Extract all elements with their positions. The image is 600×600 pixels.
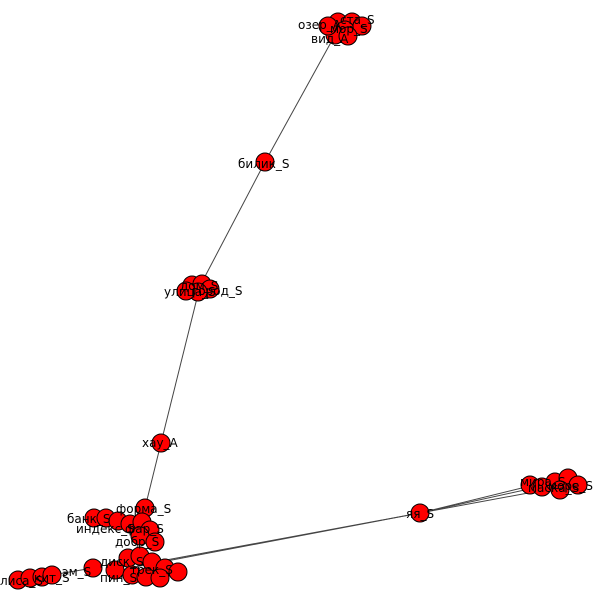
label-bottom-b: диск_S [100, 555, 144, 569]
label-left-a: лиса_S [0, 574, 43, 588]
label-top-a: вид_A [311, 32, 349, 46]
label-lower-far: фар_S [125, 522, 164, 536]
label-top-d: ста_S [340, 13, 375, 27]
label-mid-b: дом_S [180, 279, 218, 293]
node-bottom-1[interactable] [83, 558, 103, 578]
nodes [8, 12, 588, 590]
node-top-6[interactable] [352, 16, 372, 36]
node-right-6[interactable] [550, 480, 570, 500]
node-bottom-10[interactable] [150, 568, 170, 588]
edge-ya-right-2 [419, 485, 531, 514]
edge-mid-khau [160, 285, 201, 444]
label-bottom-c: трек_S [130, 563, 173, 577]
label-lower-bank: банк_S [67, 512, 110, 526]
node-top-7[interactable] [338, 26, 358, 46]
node-khau[interactable] [151, 433, 171, 453]
label-top-c: мор_S [330, 22, 368, 36]
node-left-4[interactable] [42, 565, 62, 585]
label-bottom-a: эм_S [62, 565, 91, 579]
edges [39, 34, 571, 578]
node-bilik[interactable] [255, 152, 275, 172]
label-lower-dobr: добр_S [115, 535, 159, 549]
node-right-5[interactable] [568, 475, 588, 495]
edge-bilik-mid [199, 161, 266, 287]
label-left-b: кит_S [34, 571, 70, 585]
label-ya: яя_S [406, 507, 434, 521]
label-lower-forma: форма_S [116, 502, 171, 516]
node-bottom-7[interactable] [168, 562, 188, 582]
node-lower-9[interactable] [145, 532, 165, 552]
label-khau: хау_A [142, 436, 179, 450]
edge-ya-bottom-2 [134, 512, 421, 568]
label-right-a: мира_S [520, 475, 565, 489]
edge-top-bilik [264, 34, 336, 163]
label-right-b: маска_S [528, 481, 579, 495]
node-top-5[interactable] [318, 16, 338, 36]
label-lower-index: индекс_S [76, 522, 135, 536]
edge-khau-lower [144, 442, 162, 509]
label-mid-c: город_S [192, 284, 243, 298]
node-mid-5[interactable] [176, 281, 196, 301]
label-top-b: озер_A [298, 18, 342, 32]
label-bottom-d: пин_S [100, 571, 137, 585]
labels: вид_A озер_A мор_S ста_S билик_S улица_S… [0, 13, 593, 588]
label-bilik: билик_S [238, 157, 290, 171]
label-right-c: море_S [548, 479, 593, 493]
label-mid-a: улица_S [164, 285, 216, 299]
node-ya[interactable] [410, 503, 430, 523]
